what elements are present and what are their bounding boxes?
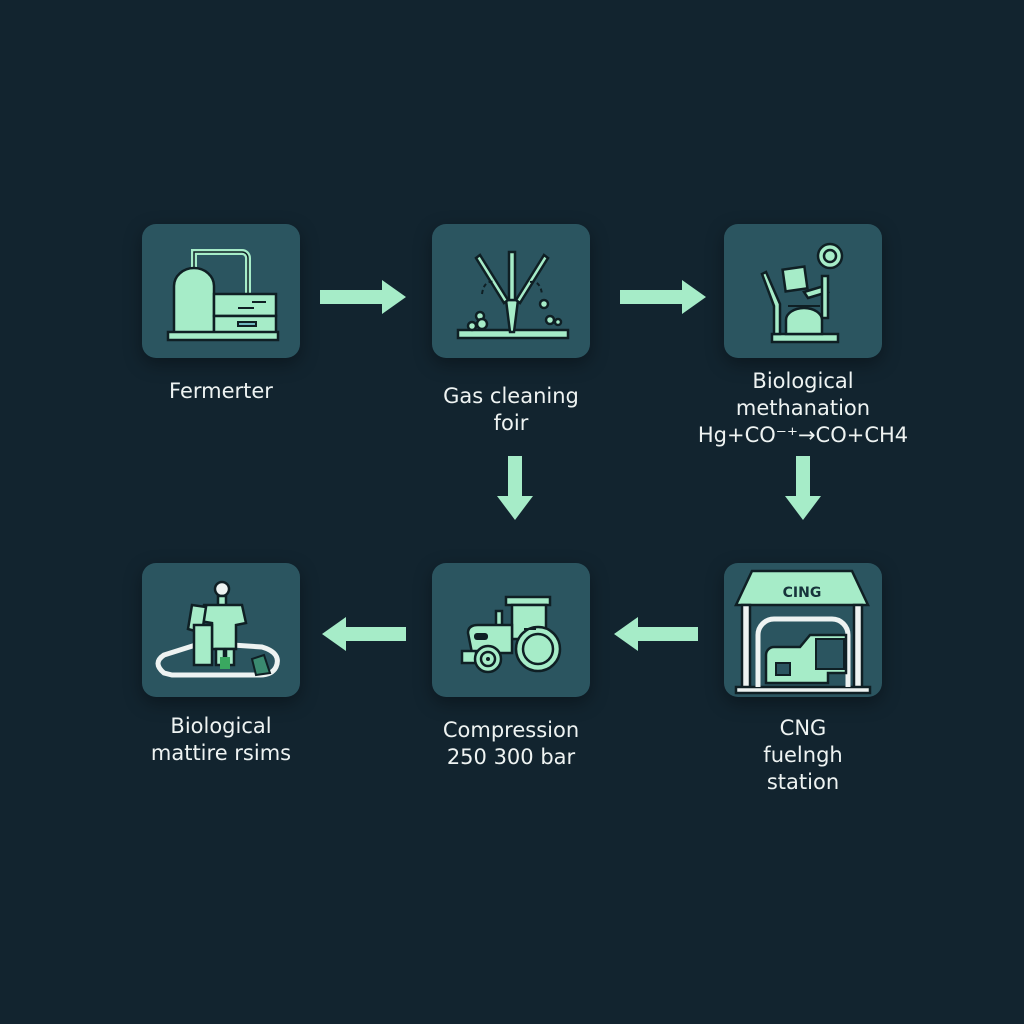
fermenter-icon bbox=[166, 249, 280, 342]
arrow-right-icon bbox=[320, 280, 408, 314]
arrow-down-icon bbox=[496, 456, 534, 522]
arrow-left-icon bbox=[612, 617, 698, 651]
label-line: Biological bbox=[170, 714, 272, 738]
label-line: Biological bbox=[752, 369, 854, 393]
label-line: station bbox=[766, 770, 840, 794]
gas-cleaning-icon bbox=[456, 250, 570, 340]
fermenter-tile bbox=[142, 224, 300, 358]
label-line: Compression bbox=[442, 718, 580, 742]
biological-methanation-tile bbox=[724, 224, 882, 358]
arrow-left-icon bbox=[320, 617, 406, 651]
cng-sign-text: CING bbox=[783, 585, 822, 601]
methanation-reactor-icon bbox=[760, 242, 844, 344]
biological-matter-icon bbox=[155, 580, 280, 678]
biological-methanation-label: Biological methanation Hg+CO⁻⁺→CO+CH4 bbox=[683, 368, 923, 449]
label-line: Hg+CO⁻⁺→CO+CH4 bbox=[697, 423, 909, 447]
label-line: foir bbox=[493, 411, 529, 435]
fermenter-label: Fermerter bbox=[101, 378, 341, 405]
compression-tile bbox=[432, 563, 590, 697]
label-line: methanation bbox=[735, 396, 871, 420]
arrow-down-icon bbox=[784, 456, 822, 522]
cng-station-label: CNG fuelngh station bbox=[683, 715, 923, 796]
gas-cleaning-label: Gas cleaning foir bbox=[391, 383, 631, 437]
tractor-icon bbox=[460, 595, 562, 674]
gas-cleaning-tile bbox=[432, 224, 590, 358]
cng-station-icon: CING bbox=[734, 569, 872, 695]
arrow-right-icon bbox=[620, 280, 708, 314]
label-line: CNG bbox=[779, 716, 827, 740]
biological-matter-tile bbox=[142, 563, 300, 697]
label-line: mattire rsims bbox=[150, 741, 292, 765]
label-line: Gas cleaning bbox=[443, 384, 579, 408]
label-line: fuelngh bbox=[763, 743, 843, 767]
biological-matter-label: Biological mattire rsims bbox=[101, 713, 341, 767]
cng-station-tile: CING bbox=[724, 563, 882, 697]
label-line: Fermerter bbox=[169, 379, 273, 403]
label-line: 250 300 bar bbox=[446, 745, 576, 769]
compression-label: Compression 250 300 bar bbox=[391, 717, 631, 771]
